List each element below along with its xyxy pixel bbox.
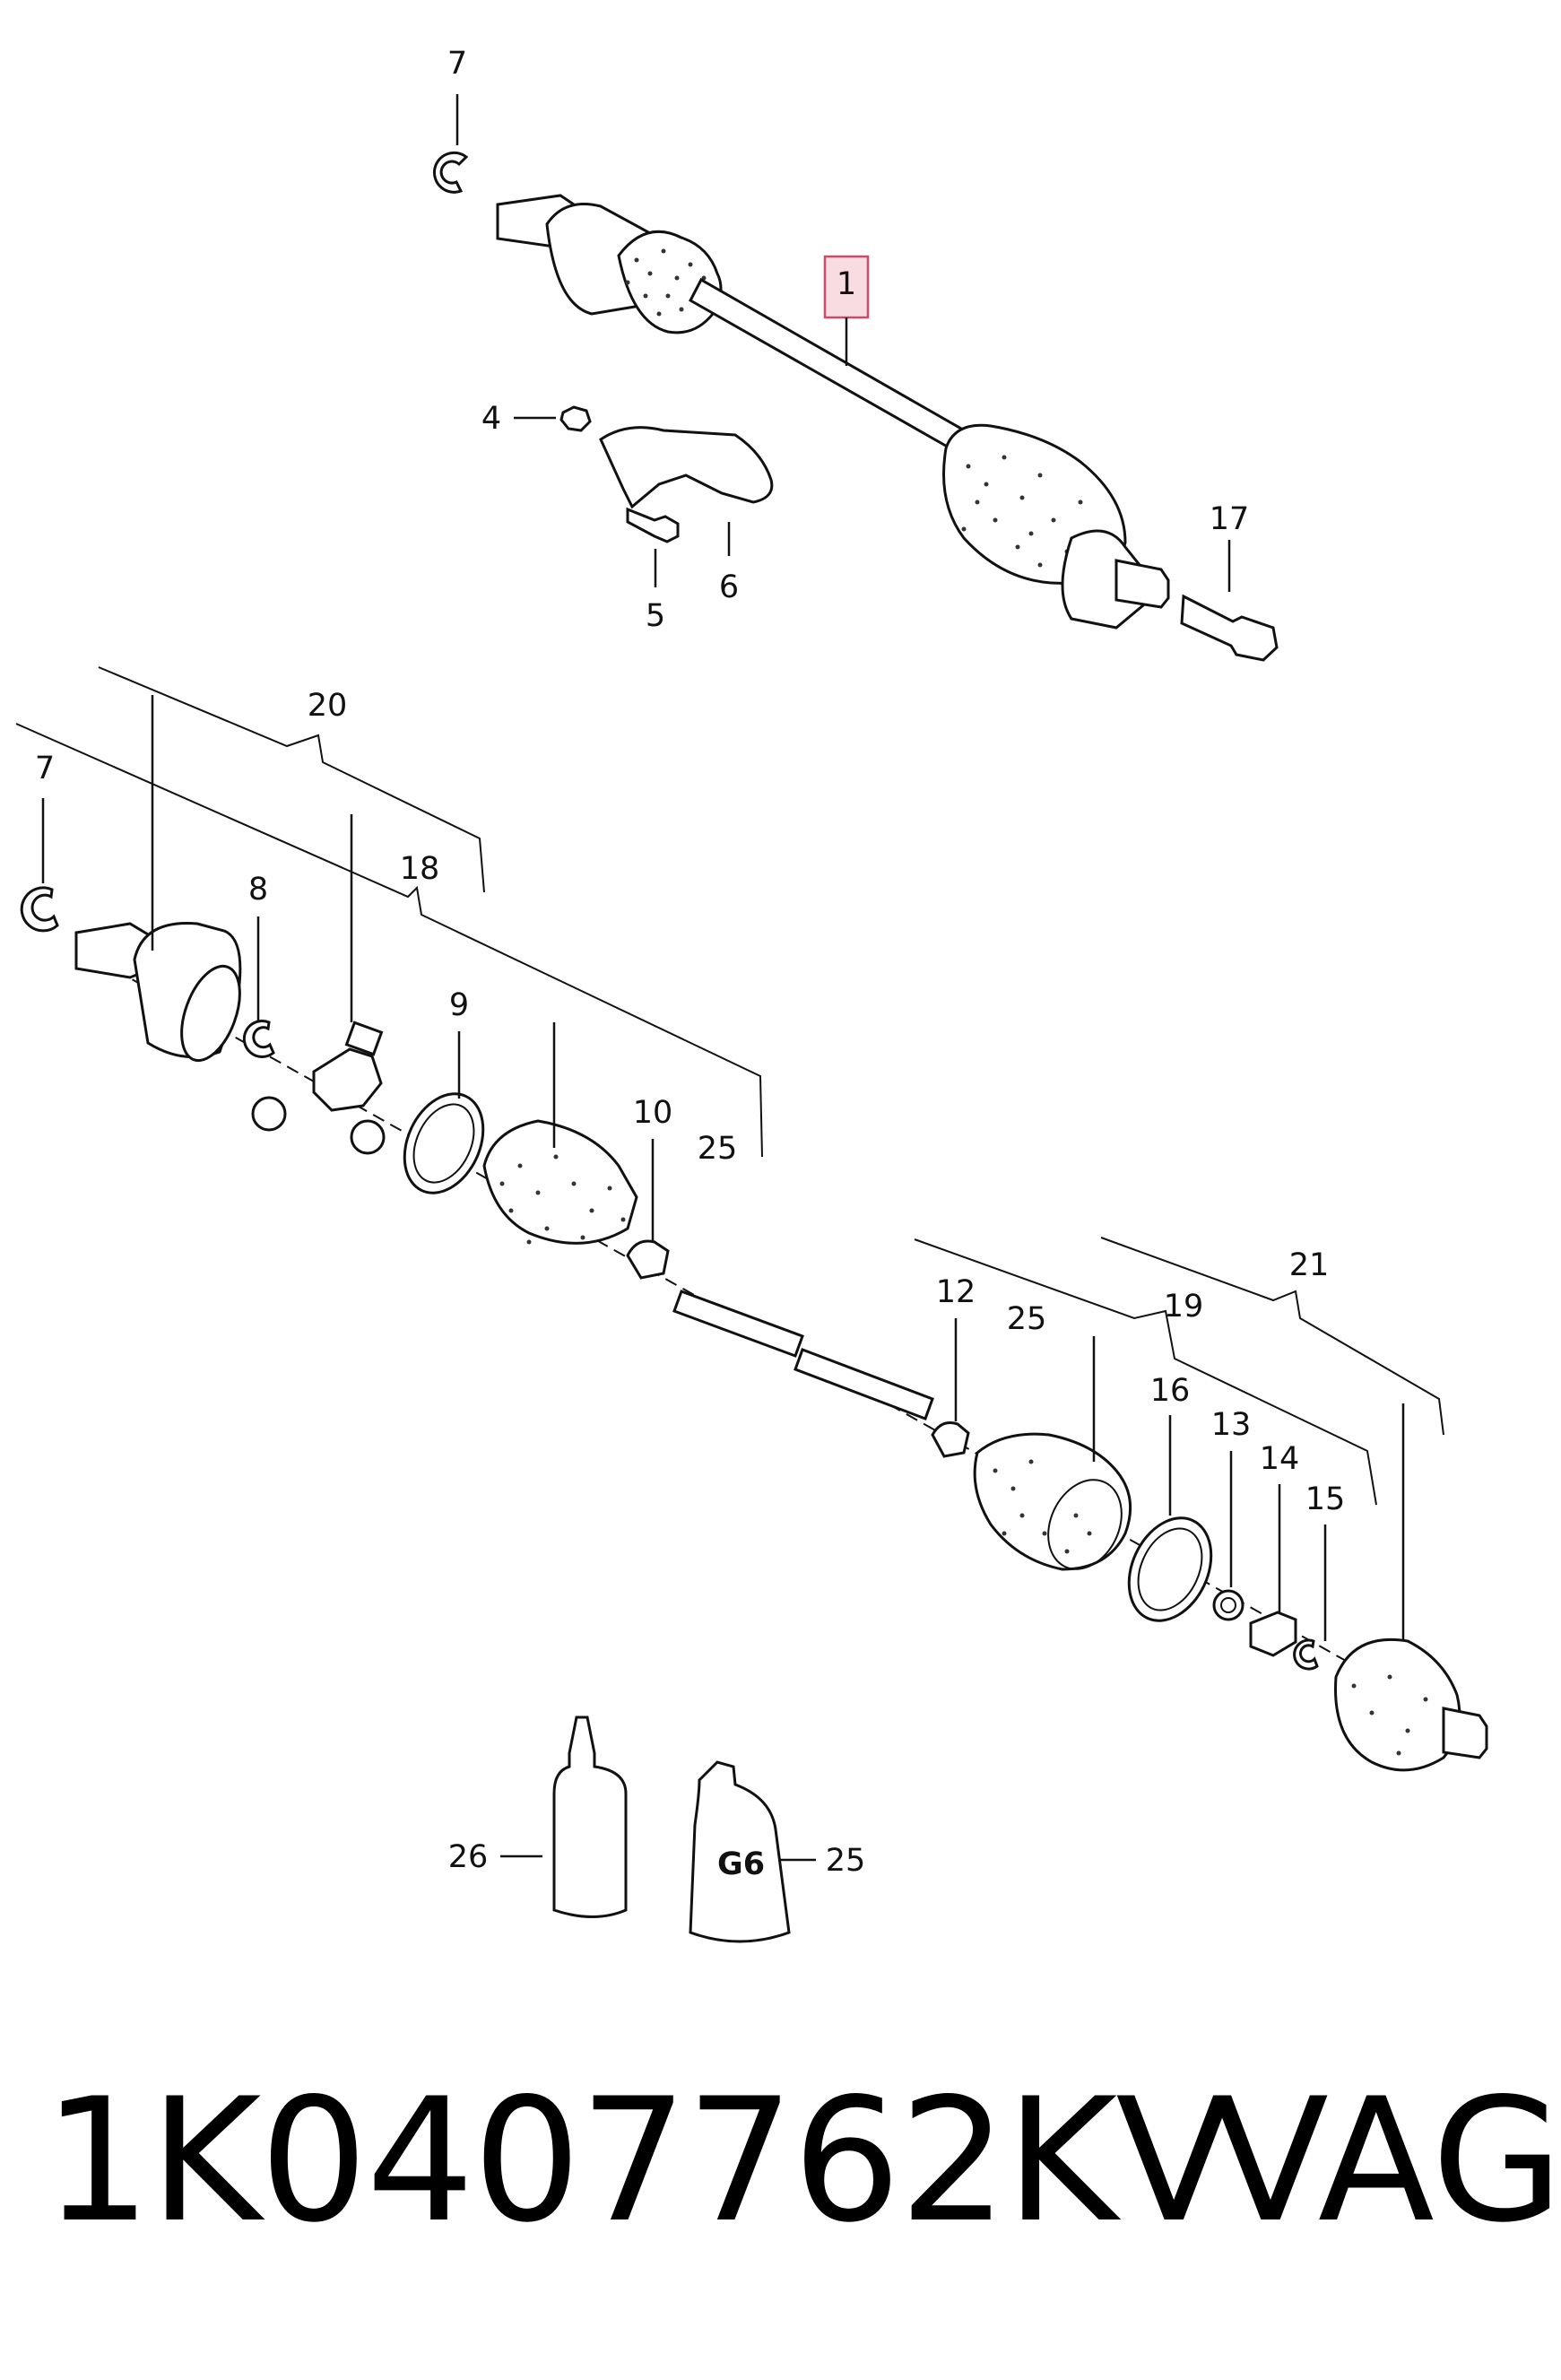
circlip-7 <box>20 886 59 933</box>
outer-shaft <box>794 1348 934 1420</box>
callout-12: 12 <box>936 1274 976 1310</box>
circlip-15 <box>1293 1638 1319 1671</box>
spacer-14 <box>1249 1611 1297 1657</box>
ring-13 <box>1212 1589 1244 1621</box>
circlip-8 <box>242 1019 275 1058</box>
outer-joint <box>1061 529 1145 630</box>
clamp-12 <box>931 1421 970 1458</box>
callout-15: 15 <box>1305 1481 1346 1517</box>
part-number: 1K0407762KV <box>43 2062 1232 2260</box>
callout-labels: 1 4 5 6 7 17 20 18 7 8 9 10 25 12 25 19 … <box>35 46 1345 1879</box>
circlip-top <box>432 151 469 194</box>
drive-shaft-assembly <box>432 151 1279 662</box>
outer-boot-25 <box>973 1432 1132 1571</box>
callout-9: 9 <box>449 987 469 1023</box>
callout-25-tube: 25 <box>826 1843 866 1879</box>
inner-shaft <box>672 1290 804 1358</box>
callout-14: 14 <box>1260 1441 1300 1477</box>
callout-1: 1 <box>837 266 856 302</box>
callout-8: 8 <box>248 872 268 908</box>
clamp-10 <box>626 1239 670 1280</box>
heat-shield <box>599 426 774 509</box>
callout-6: 6 <box>719 569 739 605</box>
callout-13: 13 <box>1211 1407 1252 1443</box>
bracket-18 <box>15 723 763 1158</box>
callout-25-inner: 25 <box>698 1131 738 1167</box>
outer-joint-21 <box>1334 1637 1461 1772</box>
callout-25-outer: 25 <box>1007 1301 1047 1337</box>
callout-26: 26 <box>448 1839 489 1875</box>
callout-21: 21 <box>1289 1247 1330 1283</box>
parts-diagram: G6 1 4 5 6 7 17 20 18 7 8 9 10 25 12 25 … <box>15 46 1488 1943</box>
grease-tube <box>689 1760 791 1943</box>
bottle-26 <box>552 1716 628 1918</box>
callout-4: 4 <box>481 401 501 437</box>
callout-19: 19 <box>1164 1289 1204 1325</box>
bracket-20 <box>98 666 485 893</box>
callout-10: 10 <box>633 1095 673 1131</box>
clamp-9 <box>403 1092 485 1194</box>
callout-16: 16 <box>1150 1373 1191 1409</box>
bolt-17 <box>1180 594 1279 662</box>
callout-17: 17 <box>1210 501 1250 537</box>
tripod-joint <box>312 1047 383 1112</box>
screw-5 <box>626 507 680 543</box>
brand: VAG <box>1212 2062 1561 2260</box>
callout-7-top: 7 <box>447 46 467 82</box>
clamp-16 <box>1127 1516 1213 1622</box>
outer-spline <box>1114 559 1170 609</box>
callout-5: 5 <box>646 598 665 634</box>
callout-20: 20 <box>308 688 348 724</box>
callout-18: 18 <box>400 851 440 887</box>
bracket-19 <box>914 1238 1377 1506</box>
inner-boot-25 <box>482 1119 638 1245</box>
nut-4 <box>559 405 592 432</box>
callout-7: 7 <box>35 751 55 786</box>
footer: 1K0407762KV VAG <box>0 2072 1561 2251</box>
tube-label: G6 <box>717 1846 765 1882</box>
bracket-21 <box>1100 1237 1444 1436</box>
